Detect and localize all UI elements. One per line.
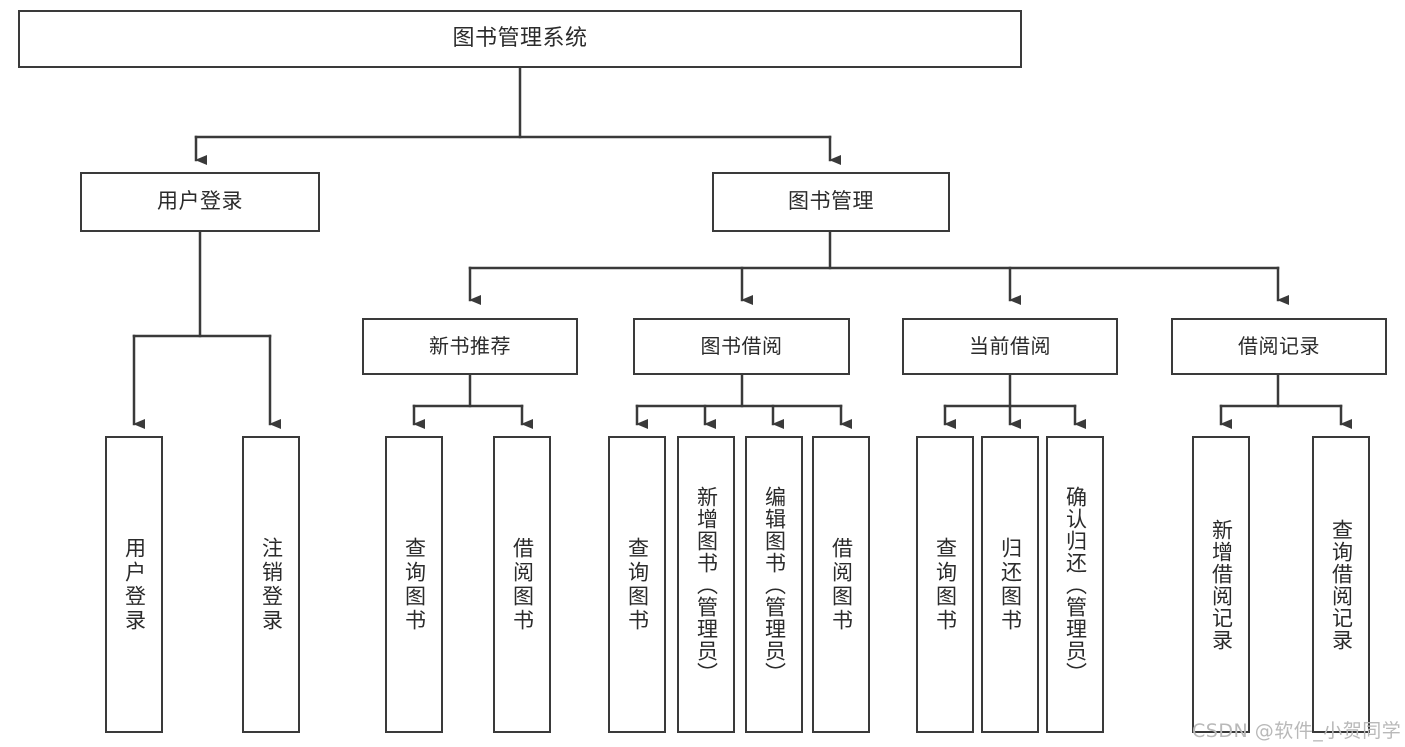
leaf-user-login[interactable]: 用户登录 bbox=[105, 436, 163, 733]
node-label: 图书管理系统 bbox=[452, 25, 588, 51]
leaf-edit-book-admin[interactable]: 编辑图书（管理员） bbox=[745, 436, 803, 733]
node-label: 归还图书 bbox=[998, 536, 1023, 633]
node-root-system[interactable]: 图书管理系统 bbox=[18, 10, 1022, 68]
node-label: 确认归还（管理员） bbox=[1063, 485, 1088, 684]
node-label: 编辑图书（管理员） bbox=[762, 485, 787, 684]
node-label: 当前借阅 bbox=[969, 334, 1051, 359]
node-new-book-recommend[interactable]: 新书推荐 bbox=[362, 318, 578, 375]
leaf-return-book[interactable]: 归还图书 bbox=[981, 436, 1039, 733]
node-label: 借阅图书 bbox=[829, 536, 854, 633]
node-borrow-record[interactable]: 借阅记录 bbox=[1171, 318, 1387, 375]
node-label: 查询图书 bbox=[402, 536, 427, 633]
node-label: 用户登录 bbox=[122, 536, 147, 633]
leaf-borrow-book-recommend[interactable]: 借阅图书 bbox=[493, 436, 551, 733]
leaf-query-book-current[interactable]: 查询图书 bbox=[916, 436, 974, 733]
leaf-logout-login[interactable]: 注销登录 bbox=[242, 436, 300, 733]
leaf-borrow-book[interactable]: 借阅图书 bbox=[812, 436, 870, 733]
node-label: 用户登录 bbox=[157, 189, 243, 214]
leaf-add-borrow-record[interactable]: 新增借阅记录 bbox=[1192, 436, 1250, 733]
node-label: 查询图书 bbox=[625, 536, 650, 633]
node-label: 查询图书 bbox=[933, 536, 958, 633]
node-user-login[interactable]: 用户登录 bbox=[80, 172, 320, 232]
node-current-borrow[interactable]: 当前借阅 bbox=[902, 318, 1118, 375]
node-label: 新书推荐 bbox=[429, 334, 511, 359]
leaf-confirm-return-admin[interactable]: 确认归还（管理员） bbox=[1046, 436, 1104, 733]
node-label: 新增借阅记录 bbox=[1209, 518, 1234, 651]
node-label: 图书管理 bbox=[788, 189, 874, 214]
node-label: 注销登录 bbox=[259, 536, 284, 633]
leaf-query-borrow-record[interactable]: 查询借阅记录 bbox=[1312, 436, 1370, 733]
leaf-query-book-recommend[interactable]: 查询图书 bbox=[385, 436, 443, 733]
leaf-add-book-admin[interactable]: 新增图书（管理员） bbox=[677, 436, 735, 733]
node-label: 借阅记录 bbox=[1238, 334, 1320, 359]
node-label: 新增图书（管理员） bbox=[694, 485, 719, 684]
node-label: 查询借阅记录 bbox=[1329, 518, 1354, 651]
node-label: 图书借阅 bbox=[700, 334, 783, 359]
node-label: 借阅图书 bbox=[510, 536, 535, 633]
leaf-query-book-borrow[interactable]: 查询图书 bbox=[608, 436, 666, 733]
node-book-borrow[interactable]: 图书借阅 bbox=[633, 318, 850, 375]
node-book-manage[interactable]: 图书管理 bbox=[712, 172, 950, 232]
